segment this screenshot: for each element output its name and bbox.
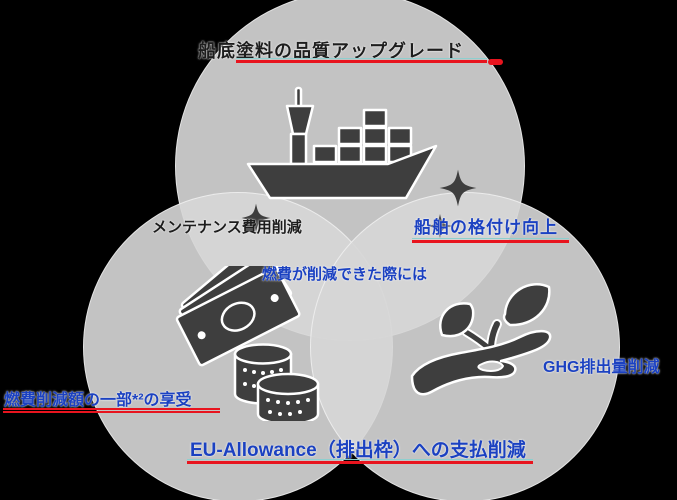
maintenance-label: メンテナンス費用削減 <box>152 219 302 236</box>
coin-stack-front <box>256 372 320 421</box>
sprout-left-leaf <box>439 302 475 338</box>
sprout-right-leaf <box>502 282 551 327</box>
fuel-share-label: 燃費削減額の一部*²の享受 <box>4 392 192 409</box>
hand-holding-sprout-icon <box>410 282 552 396</box>
banknotes-and-coins-icon <box>175 266 320 421</box>
sparkle-icons <box>241 169 477 238</box>
top-circle-title: 船底塗料の品質アップグレード <box>198 41 464 61</box>
ghg-reduction-label: GHG排出量削減 <box>543 359 660 376</box>
underline-endcap <box>488 59 503 65</box>
hand-silhouette <box>410 329 552 396</box>
hand-thumb-gap <box>477 360 504 372</box>
eu-allowance-label: EU-Allowance（排出枠）への支払削減 <box>190 440 526 461</box>
circle-environment <box>310 192 620 500</box>
center-note-label: 燃費が削減できた際には <box>262 266 428 283</box>
cargo-ship-icon <box>241 86 477 238</box>
sparkle-icon <box>241 203 271 233</box>
sparkle-icon <box>428 214 452 238</box>
red-underline-rating <box>412 238 569 243</box>
red-underline-top <box>236 58 503 65</box>
ship-hull <box>246 144 438 200</box>
ship-rating-label: 船舶の格付け向上 <box>414 218 558 237</box>
red-underline-fuel <box>3 407 220 413</box>
banknotes <box>175 266 301 367</box>
red-underline-eu <box>187 459 533 464</box>
sparkle-icon <box>439 169 477 207</box>
ship-bridge-top <box>285 104 315 136</box>
ship-bridge-body <box>289 132 308 166</box>
